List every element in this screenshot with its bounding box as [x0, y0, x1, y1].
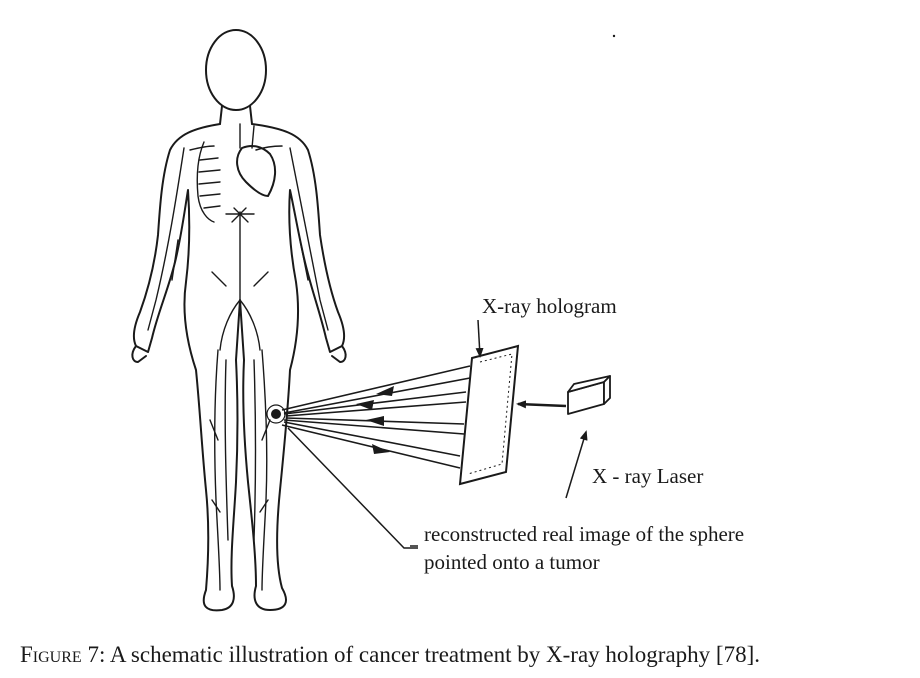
tumor-point: [271, 409, 281, 419]
neck: [219, 105, 253, 125]
right-hand: [331, 345, 347, 363]
caption-figure-word: Figure: [20, 642, 82, 667]
hologram-pointer: [475, 319, 484, 358]
beam-arrows: [356, 386, 394, 454]
head: [205, 29, 267, 111]
hologram-plate-inner: [467, 353, 513, 475]
caption-figure-number: 7:: [87, 642, 106, 667]
caption-text: A schematic illustration of cancer treat…: [109, 642, 760, 667]
holography-diagram: [131, 29, 616, 612]
hologram-label: X-ray hologram: [482, 294, 617, 318]
heart: [236, 145, 276, 198]
laser-label: X - ray Laser: [592, 464, 704, 488]
internal-anatomy: [147, 123, 329, 591]
human-body-outline: [131, 29, 347, 612]
xray-laser-device: [567, 375, 611, 415]
figure-caption: Figure 7: A schematic illustration of ca…: [20, 642, 760, 668]
body-outline: [132, 123, 346, 612]
laser-beam: [516, 400, 567, 409]
reconstructed-pointer: [287, 427, 418, 549]
reconstructed-label-line1: reconstructed real image of the sphere: [424, 522, 745, 546]
hologram-plate: [458, 344, 520, 486]
left-hand: [131, 345, 147, 363]
torso-inner: [189, 145, 283, 151]
laser-pointer: [565, 430, 588, 499]
reconstructed-label-line2: pointed onto a tumor: [424, 550, 600, 574]
